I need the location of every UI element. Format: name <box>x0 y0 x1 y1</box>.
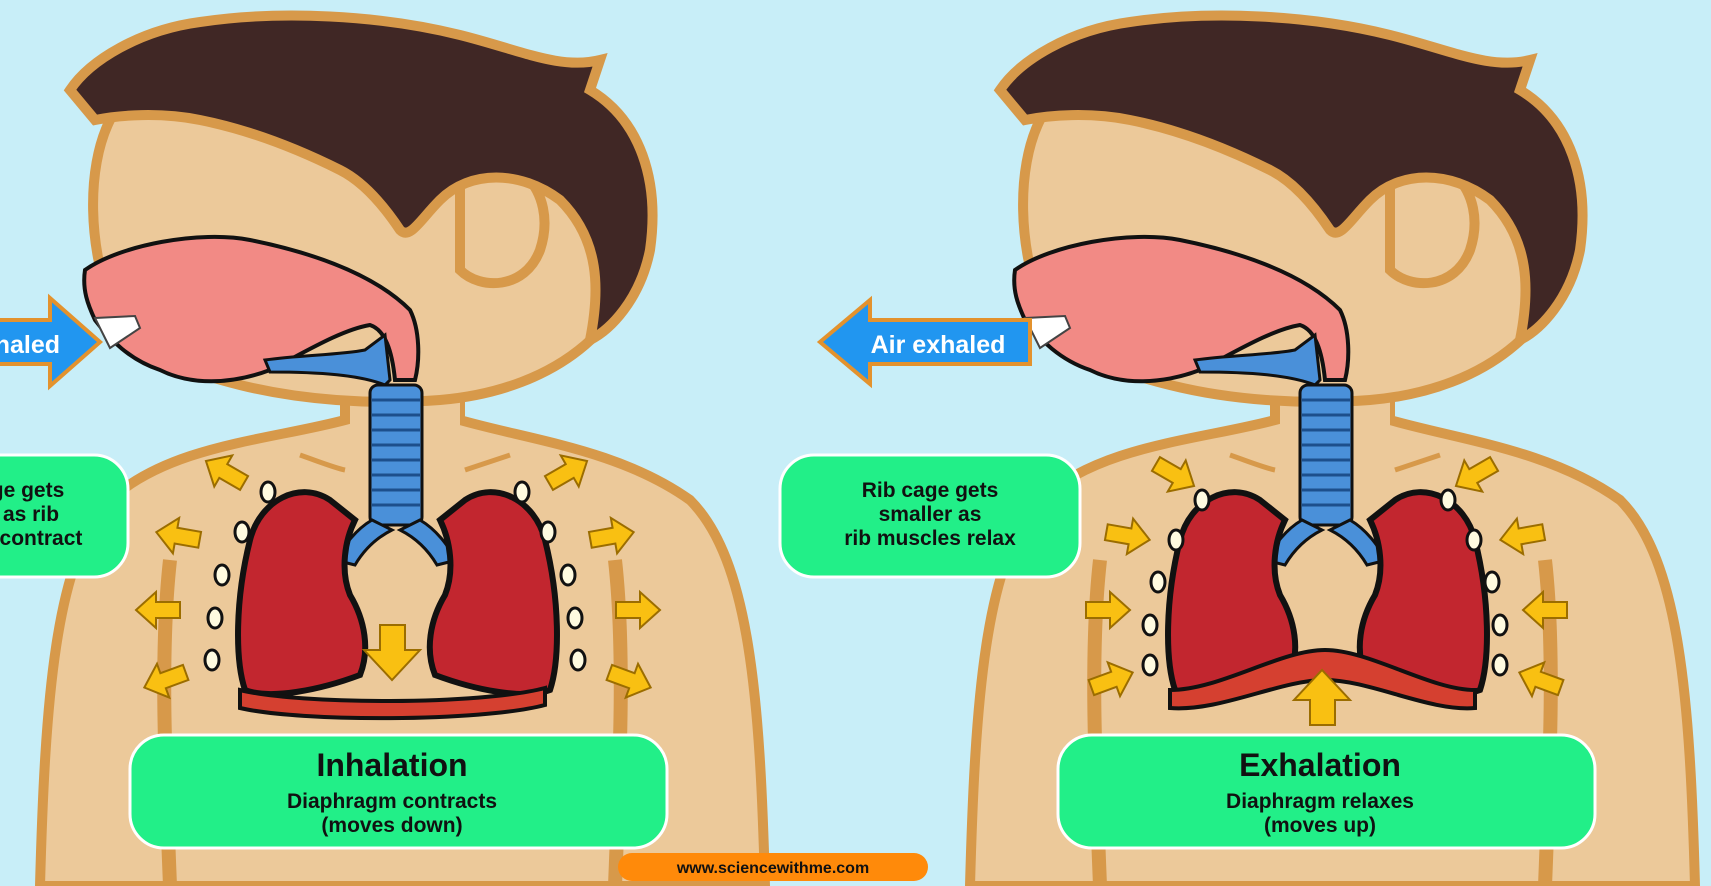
left-side-note-line1: Rib cage gets <box>0 479 64 502</box>
right-air-arrow-label: Air exhaled <box>871 331 1006 359</box>
left-title: Inhalation <box>316 747 467 783</box>
right-caption-line2: (moves up) <box>1264 814 1376 837</box>
right-side-note-line1: Rib cage gets <box>862 479 999 502</box>
left-caption-line2: (moves down) <box>321 814 462 837</box>
left-air-arrow-label: Air exhaled <box>0 331 60 359</box>
right-caption-line1: Diaphragm relaxes <box>1226 790 1414 813</box>
left-caption-line1: Diaphragm contracts <box>287 790 497 813</box>
footer-url[interactable]: www.sciencewithme.com <box>676 860 869 877</box>
left-side-note-line2: bigger as rib <box>0 503 59 526</box>
right-side-note-line2: smaller as <box>879 503 982 526</box>
right-panel <box>780 16 1695 886</box>
right-title: Exhalation <box>1239 747 1401 783</box>
right-side-note-line3: rib muscles relax <box>844 527 1016 550</box>
left-side-note-line3: muscles contract <box>0 527 82 550</box>
